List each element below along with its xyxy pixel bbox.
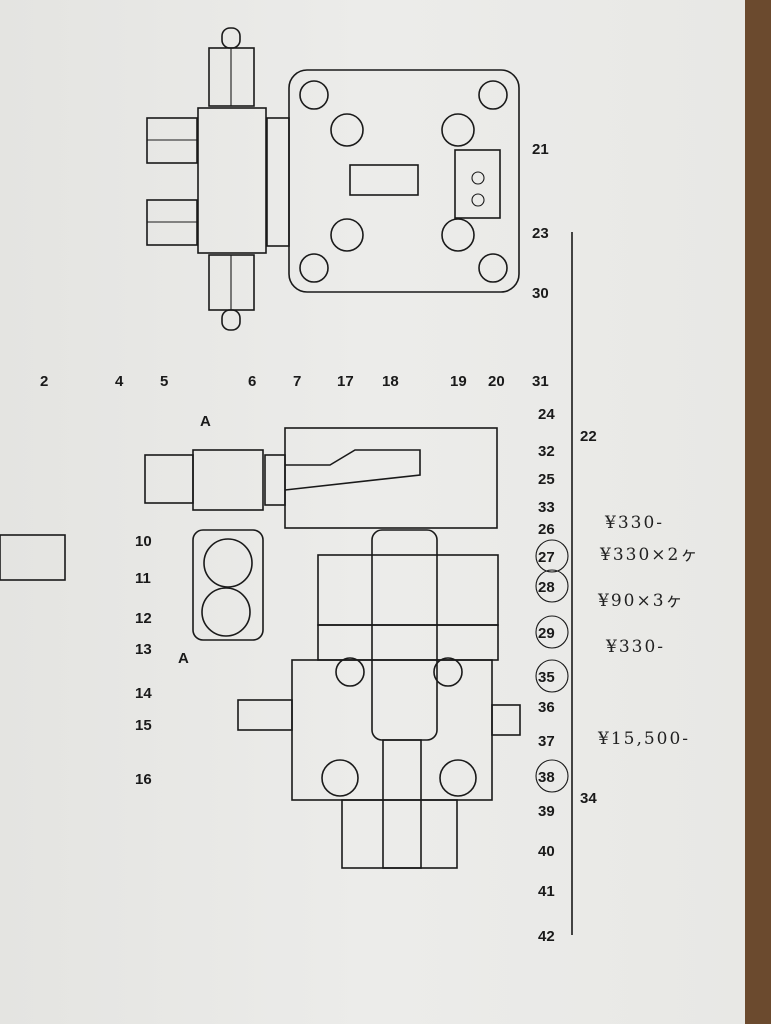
part-number-label: 34	[580, 790, 597, 807]
handwritten-price-note: ¥330-	[605, 637, 665, 657]
part-number-label: 31	[532, 373, 549, 390]
section-view-valve	[0, 232, 573, 935]
part-number-label: 36	[538, 699, 555, 716]
part-number-label: 32	[538, 443, 555, 460]
part-number-label: 10	[135, 533, 152, 550]
handwritten-price-note: ¥15,500-	[597, 729, 690, 749]
part-number-label: 6	[248, 373, 256, 390]
handwritten-circle-mark	[535, 759, 569, 793]
part-number-label: 30	[532, 285, 549, 302]
handwritten-circle-mark	[535, 615, 569, 649]
part-number-label: 19	[450, 373, 467, 390]
part-number-label: 22	[580, 428, 597, 445]
part-number-label: 33	[538, 499, 555, 516]
part-number-label: 25	[538, 471, 555, 488]
part-number-label: 40	[538, 843, 555, 860]
handwritten-circle-mark	[535, 569, 569, 603]
section-mark-label: A	[200, 413, 211, 430]
part-number-label: 27	[538, 549, 555, 566]
part-number-label: 29	[538, 625, 555, 642]
handwritten-circle-mark	[535, 539, 569, 573]
part-number-label: 5	[160, 373, 168, 390]
part-number-label: 12	[135, 610, 152, 627]
part-number-label: 35	[538, 669, 555, 686]
part-number-label: 39	[538, 803, 555, 820]
handwritten-circle-mark	[535, 659, 569, 693]
part-number-label: 7	[293, 373, 301, 390]
part-number-label: 23	[532, 225, 549, 242]
part-number-label: 38	[538, 769, 555, 786]
paper-sheet	[0, 0, 745, 1024]
part-number-label: 16	[135, 771, 152, 788]
part-number-label: 37	[538, 733, 555, 750]
part-number-label: 42	[538, 928, 555, 945]
part-number-label: 28	[538, 579, 555, 596]
part-number-label: 2	[40, 373, 48, 390]
part-number-label: 24	[538, 406, 555, 423]
part-number-label: 15	[135, 717, 152, 734]
part-number-label: 20	[488, 373, 505, 390]
part-number-label: 4	[115, 373, 124, 390]
part-number-label: 13	[135, 641, 152, 658]
handwritten-price-note: ¥90×3ヶ	[597, 591, 685, 611]
top-view-valve	[146, 27, 520, 331]
part-number-label: 26	[538, 521, 555, 538]
part-number-label: 11	[135, 570, 151, 587]
handwritten-price-note: ¥330×2ヶ	[599, 545, 699, 565]
section-mark-label: A	[178, 650, 189, 667]
part-number-label: 17	[337, 373, 354, 390]
part-number-label: 14	[135, 685, 152, 702]
part-number-label: 18	[382, 373, 399, 390]
part-number-label: 41	[538, 883, 555, 900]
handwritten-price-note: ¥330-	[604, 513, 664, 533]
part-number-label: 21	[532, 141, 549, 158]
